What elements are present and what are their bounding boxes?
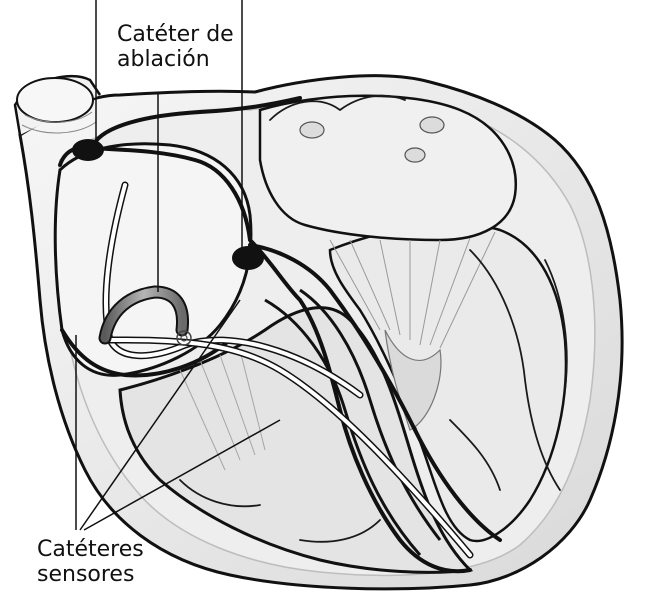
sensor-label-line-2: sensores	[37, 562, 144, 587]
sa-node	[72, 139, 104, 161]
sensor-catheters-label: Catéteres sensores	[37, 537, 144, 587]
av-node	[232, 246, 264, 270]
sensor-label-line-1: Catéteres	[37, 537, 144, 562]
left-atrium	[260, 96, 516, 240]
ablation-catheter-label: Catéter de ablación	[117, 22, 234, 72]
ablation-label-line-2: ablación	[117, 47, 234, 72]
ablation-label-line-1: Catéter de	[117, 22, 234, 47]
aorta-opening	[17, 78, 93, 122]
